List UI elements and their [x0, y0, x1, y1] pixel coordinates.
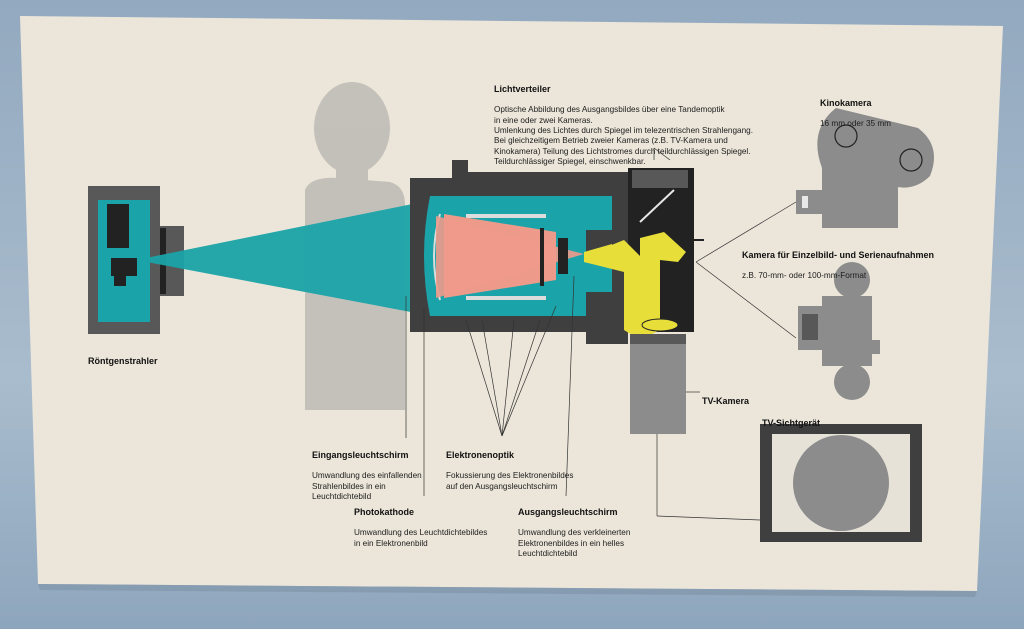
label-tv-sichtgeraet: TV-Sichtgerät	[762, 408, 820, 439]
label-photokathode: Photokathode Umwandlung des Leuchtdichte…	[354, 497, 487, 559]
elektronenoptik-title: Elektronenoptik	[446, 450, 515, 461]
xray-beam	[136, 200, 432, 316]
einzelbild-title: Kamera für Einzelbild- und Serienaufnahm…	[742, 250, 935, 261]
lichtverteiler-desc: Optische Abbildung des Ausgangsbildes üb…	[494, 105, 753, 167]
label-eingangsleuchtschirm: Eingangsleuchtschirm Umwandlung des einf…	[312, 440, 422, 513]
board-shadow	[38, 584, 977, 597]
eingangsleuchtschirm-desc: Umwandlung des einfallenden Strahlenbild…	[312, 471, 422, 502]
pointer-lines	[405, 147, 797, 521]
tv-sichtgeraet-title: TV-Sichtgerät	[762, 418, 821, 429]
ausgangsleuchtschirm-desc: Umwandlung des verkleinerten Elektronenb…	[518, 528, 631, 559]
label-elektronenoptik: Elektronenoptik Fokussierung des Elektro…	[446, 440, 573, 502]
ausgangsleuchtschirm-title: Ausgangsleuchtschirm	[518, 507, 618, 518]
label-einzelbild-kamera: Kamera für Einzelbild- und Serienaufnahm…	[742, 240, 982, 292]
photokathode-title: Photokathode	[354, 507, 414, 518]
einzelbild-desc: z.B. 70-mm- oder 100-mm-Format	[742, 271, 867, 281]
label-kinokamera: Kinokamera 16 mm oder 35 mm	[820, 88, 891, 140]
elektronenoptik-desc: Fokussierung des Elektronenbildes auf de…	[446, 471, 574, 491]
tv-monitor	[760, 424, 922, 542]
kinokamera-title: Kinokamera	[820, 98, 872, 109]
label-lichtverteiler: Lichtverteiler Optische Abbildung des Au…	[494, 74, 794, 178]
lichtverteiler-title: Lichtverteiler	[494, 84, 551, 95]
roentgenstrahler-title: Röntgenstrahler	[88, 356, 158, 367]
light-distributor	[584, 168, 704, 340]
tv-kamera-title: TV-Kamera	[702, 396, 750, 407]
label-ausgangsleuchtschirm: Ausgangsleuchtschirm Umwandlung des verk…	[518, 497, 630, 570]
label-tv-kamera: TV-Kamera	[702, 386, 749, 417]
kinokamera-desc: 16 mm oder 35 mm	[820, 119, 891, 129]
photokathode-desc: Umwandlung des Leuchtdichtebildes in ein…	[354, 528, 488, 548]
series-camera	[798, 262, 880, 400]
eingangsleuchtschirm-title: Eingangsleuchtschirm	[312, 450, 409, 461]
cine-camera	[796, 108, 934, 228]
tv-camera	[630, 334, 686, 434]
label-roentgenstrahler: Röntgenstrahler	[88, 346, 158, 377]
